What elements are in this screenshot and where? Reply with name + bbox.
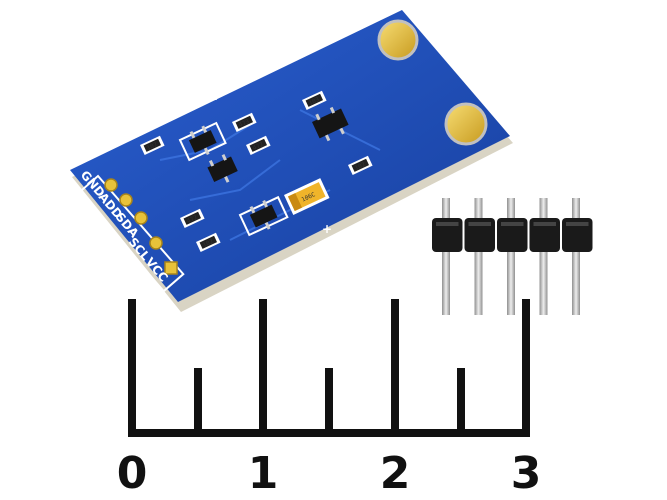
pin-metal-bottom	[474, 248, 483, 315]
ruler-minor-tick	[325, 368, 333, 435]
header-highlight	[566, 222, 589, 226]
light-sensor-chip	[312, 106, 349, 142]
ruler-major-tick	[128, 299, 136, 435]
header-pin	[497, 198, 528, 315]
plus-mark: +	[322, 222, 332, 236]
resistor: 102	[196, 232, 221, 252]
pin-metal-bottom	[572, 248, 580, 315]
pin-metal-bottom	[539, 248, 548, 315]
pad-scl	[149, 236, 163, 250]
header-pin	[562, 198, 593, 315]
scale-label-1: 1	[248, 448, 279, 499]
resistor-code: 102	[354, 161, 367, 172]
resistor-code: 472	[252, 141, 265, 152]
resistor-code: 102	[202, 238, 215, 249]
header-plastic	[432, 218, 463, 252]
pad-add	[119, 193, 133, 207]
resistor: 472	[180, 208, 205, 228]
header-highlight	[436, 222, 459, 226]
resistor-code: 473	[238, 118, 251, 129]
resistor-code: 102	[146, 141, 159, 152]
pin-header	[432, 198, 593, 315]
regulator-chip	[207, 154, 238, 183]
resistor: 102	[348, 155, 373, 175]
plus-mark: +	[211, 89, 221, 103]
pin-metal-top	[442, 198, 450, 222]
scale-label-3: 3	[511, 448, 542, 499]
transistor-chip	[238, 195, 289, 237]
pin-metal-top	[539, 198, 548, 222]
header-pin	[464, 198, 495, 315]
pad-vcc	[164, 261, 178, 275]
ruler-major-tick	[522, 299, 530, 435]
pcb-board	[70, 10, 510, 302]
resistor: 102	[140, 135, 165, 155]
tantalum-capacitor: 106C	[284, 178, 330, 215]
header-pads	[76, 174, 185, 293]
ruler-scale: 0 1 2 3	[117, 299, 542, 499]
pad-sda	[134, 211, 148, 225]
header-plastic	[497, 218, 528, 252]
mounting-hole	[377, 19, 419, 61]
header-highlight	[468, 222, 491, 226]
pin-metal-top	[474, 198, 483, 222]
header-plastic	[529, 218, 560, 252]
ruler-major-tick	[391, 299, 399, 435]
ruler-major-tick	[259, 299, 267, 435]
pin-metal-top	[572, 198, 580, 222]
ruler-minor-tick	[194, 368, 202, 435]
pin-metal-bottom	[507, 248, 515, 315]
sensor-chip	[178, 121, 227, 162]
scale-label-2: 2	[380, 448, 411, 499]
sensor-board: GND ADD SDA SCL VCC 102 473 472	[70, 10, 513, 312]
pin-metal-top	[507, 198, 515, 222]
scale-label-0: 0	[117, 448, 148, 499]
header-plastic	[562, 218, 593, 252]
resistor: 472	[246, 135, 271, 155]
header-pin	[529, 198, 560, 315]
mounting-hole	[444, 102, 488, 146]
header-plastic	[464, 218, 495, 252]
resistor-code: 103	[308, 96, 321, 107]
header-pin	[432, 198, 463, 315]
header-highlight	[533, 222, 556, 226]
resistor-code: 472	[186, 214, 199, 225]
header-highlight	[501, 222, 524, 226]
pad-gnd	[104, 178, 118, 192]
ruler-minor-tick	[457, 368, 465, 435]
resistor: 473	[232, 112, 257, 132]
resistor: 103	[302, 90, 327, 110]
pin-metal-bottom	[442, 248, 450, 315]
